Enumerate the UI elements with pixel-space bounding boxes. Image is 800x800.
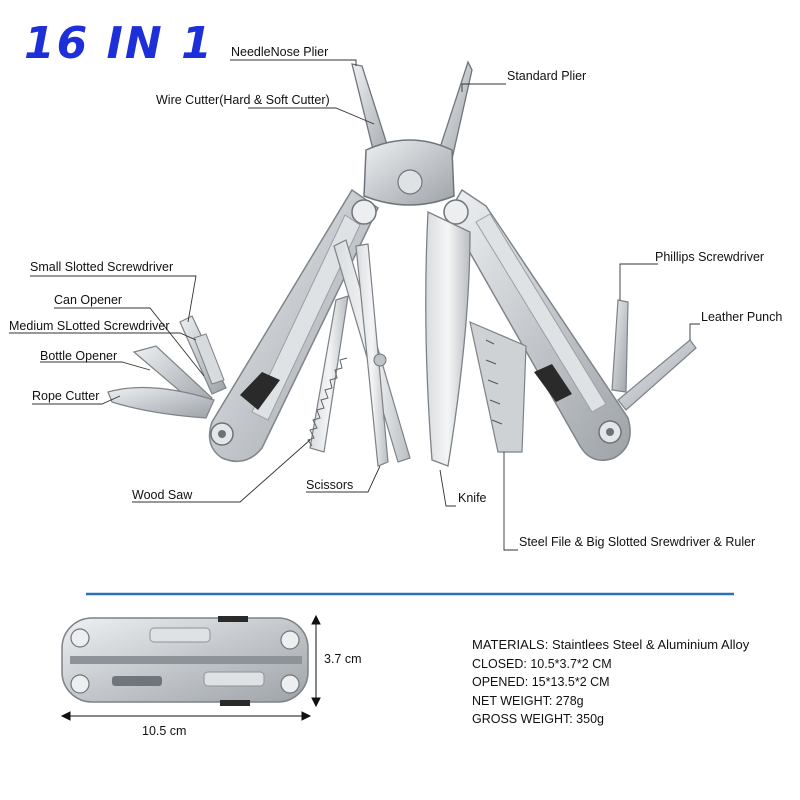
label-bottle-opener: Bottle Opener (40, 349, 118, 363)
closed-tool-view (61, 616, 309, 706)
label-knife: Knife (458, 491, 487, 505)
spec-net-weight: NET WEIGHT: 278g (472, 693, 584, 708)
label-steel-file: Steel File & Big Slotted Srewdriver & Ru… (519, 535, 756, 549)
label-wire-cutter: Wire Cutter(Hard & Soft Cutter) (156, 93, 330, 107)
dimension-height-label: 3.7 cm (324, 652, 362, 666)
label-medium-slotted-screwdriver: Medium SLotted Screwdriver (9, 319, 170, 333)
steel-file-ruler (469, 320, 527, 453)
dimension-width-label: 10.5 cm (142, 724, 187, 738)
dimension-arrows (60, 614, 321, 721)
closed-screw-3-icon (280, 630, 300, 650)
label-leather-punch: Leather Punch (701, 310, 783, 324)
pliers-head (351, 60, 473, 225)
label-wood-saw: Wood Saw (132, 488, 193, 502)
closed-screw-2-icon (70, 674, 90, 694)
spec-closed: CLOSED: 10.5*3.7*2 CM (472, 656, 612, 671)
specifications: MATERIALS: Staintlees Steel & Aluminium … (472, 636, 749, 729)
scissors-tool (333, 239, 411, 467)
label-rope-cutter: Rope Cutter (32, 389, 100, 403)
left-handle (208, 188, 379, 463)
right-handle (447, 188, 631, 461)
closed-screw-4-icon (280, 674, 300, 694)
spec-opened: OPENED: 15*13.5*2 CM (472, 675, 610, 689)
label-standard-plier: Standard Plier (507, 69, 587, 83)
pivot-screw-left-icon (351, 199, 377, 225)
closed-screw-1-icon (70, 628, 90, 648)
spec-gross-weight: GROSS WEIGHT: 350g (472, 712, 604, 726)
label-scissors: Scissors (306, 478, 354, 492)
knife-blade (425, 210, 471, 467)
left-small-tools (107, 315, 227, 419)
right-small-tools (611, 299, 697, 411)
headline-16-in-1: 16 IN 1 (24, 18, 214, 69)
callout-leader-lines (9, 59, 700, 551)
spec-materials: MATERIALS: Staintlees Steel & Aluminium … (472, 637, 750, 652)
label-needlenose-plier: NeedleNose Plier (231, 45, 329, 59)
label-can-opener: Can Opener (54, 293, 123, 307)
label-small-slotted-screwdriver: Small Slotted Screwdriver (30, 260, 174, 274)
wood-saw-blade (309, 295, 349, 453)
label-phillips-screwdriver: Phillips Screwdriver (655, 250, 765, 264)
pivot-screw-right-icon (443, 199, 469, 225)
